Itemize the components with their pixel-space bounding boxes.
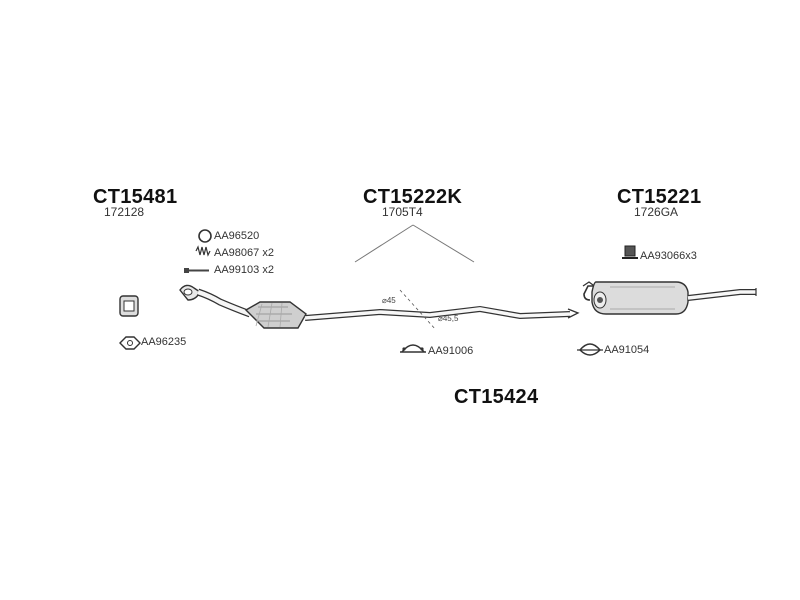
group-bracket xyxy=(354,224,475,263)
spring-ref: AA98067 x2 xyxy=(214,247,274,259)
spring-icon xyxy=(195,245,211,257)
clamp-icon-right xyxy=(577,343,603,356)
clamp-right-ref: AA91054 xyxy=(604,344,650,356)
bolt-icon xyxy=(184,268,209,273)
middle-group-number: 1705T4 xyxy=(382,205,423,219)
hanger-icon xyxy=(622,245,638,259)
front-pipe-catalyst xyxy=(179,284,580,331)
right-group-code: CT15221 xyxy=(617,186,702,208)
diameter-b-label: ⌀45,5 xyxy=(438,314,459,323)
diameter-a-label: ⌀45 xyxy=(382,296,396,305)
bolt-ref: AA99103 x2 xyxy=(214,264,274,276)
ring-gasket-ref: AA96520 xyxy=(214,230,260,242)
middle-group-code: CT15222K xyxy=(363,186,463,208)
left-group-code: CT15481 xyxy=(93,186,178,208)
right-group-number: 1726GA xyxy=(634,205,679,219)
hanger-ref: AA93066x3 xyxy=(640,250,697,262)
clamp-icon-middle xyxy=(400,344,426,353)
flange-gasket-ref: AA96235 xyxy=(141,336,187,348)
bottom-group-code: CT15424 xyxy=(454,386,539,408)
clamp-middle-ref: AA91006 xyxy=(428,345,474,357)
rear-silencer xyxy=(582,281,757,315)
flange-gasket-icon xyxy=(119,336,141,350)
left-group-number: 172128 xyxy=(104,205,145,219)
rubber-mount-icon xyxy=(119,295,139,317)
ring-gasket-icon xyxy=(198,229,212,243)
